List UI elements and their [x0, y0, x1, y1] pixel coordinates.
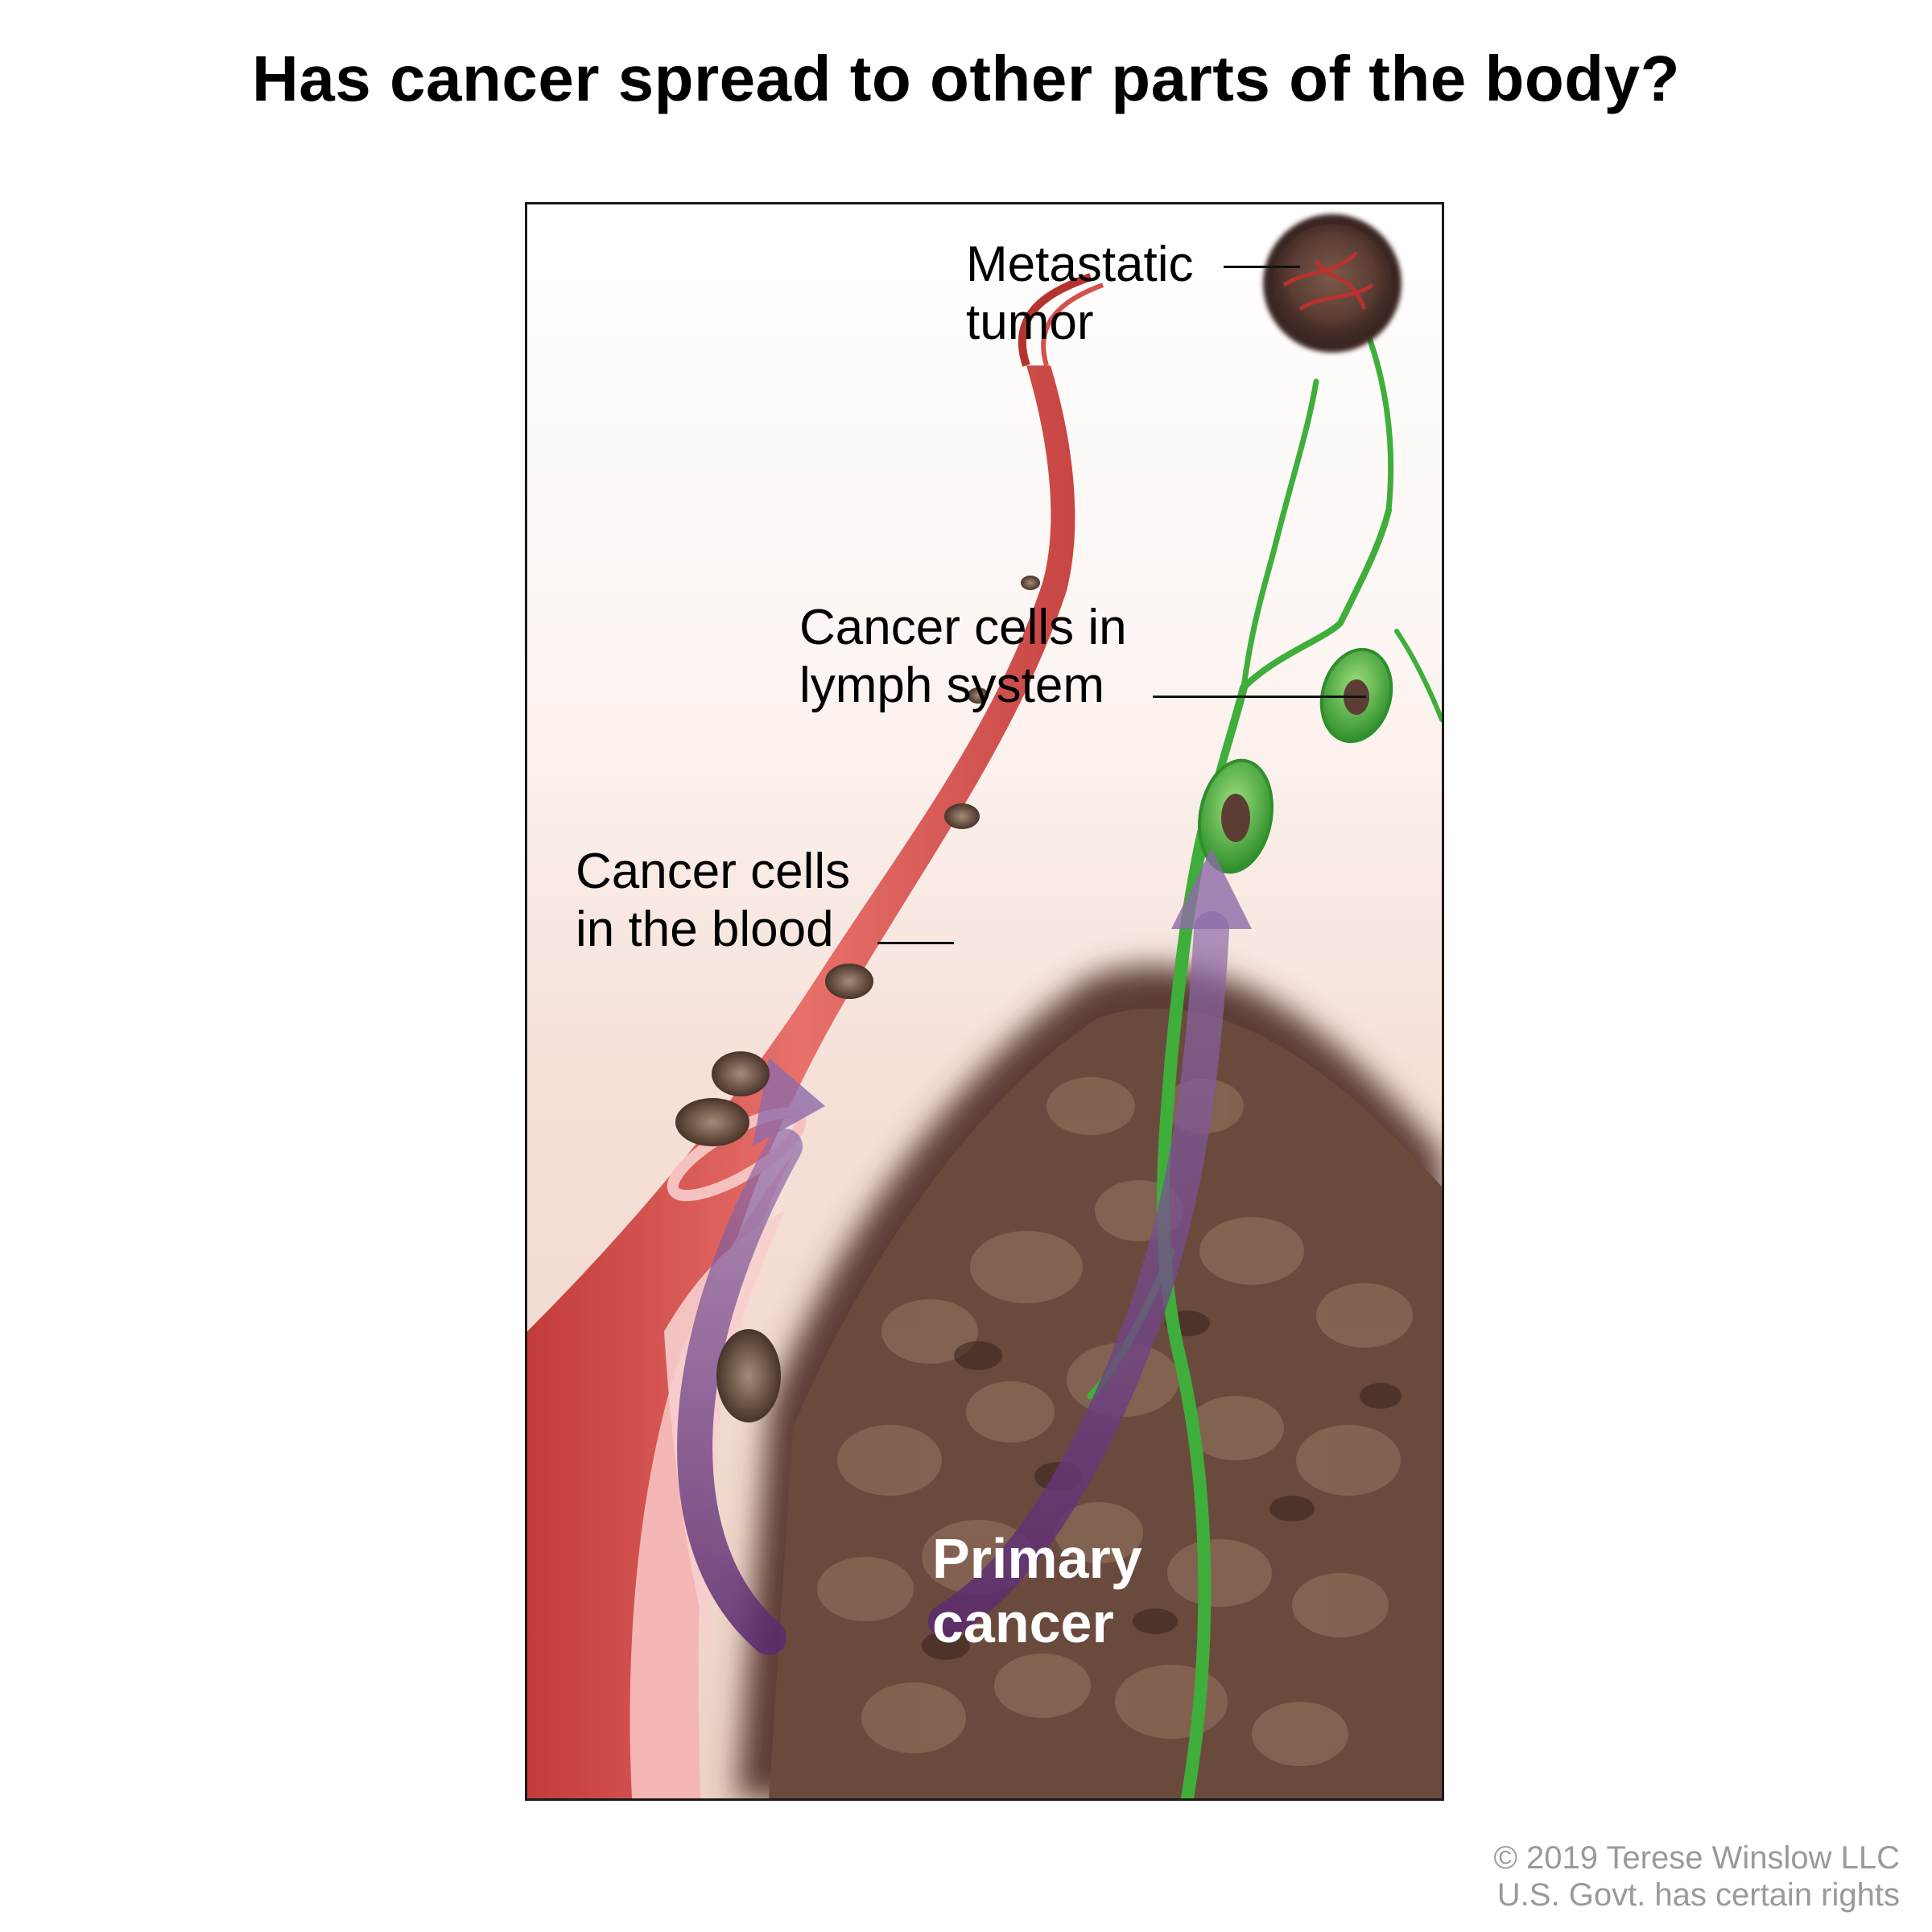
lymph-system-label: Cancer cells in lymph system	[799, 600, 1127, 713]
metastatic-tumor-pointer	[1224, 266, 1300, 268]
blood-cells-pointer	[877, 942, 954, 944]
cancer-cells-in-blood	[675, 576, 1040, 1422]
copyright-notice: © 2019 Terese Winslow LLC U.S. Govt. has…	[1493, 1840, 1900, 1913]
illustration-frame	[525, 202, 1444, 1801]
metastatic-tumor	[1263, 214, 1402, 353]
primary-cancer-label: Primary cancer	[932, 1527, 1142, 1654]
metastatic-tumor-label: Metastatic tumor	[966, 237, 1194, 350]
metastasis-illustration	[527, 204, 1442, 1798]
page-title: Has cancer spread to other parts of the …	[252, 43, 1680, 114]
spread-arrows	[677, 848, 1252, 1655]
lymph-system-pointer	[1153, 696, 1366, 698]
blood-cells-label: Cancer cells in the blood	[576, 844, 851, 957]
